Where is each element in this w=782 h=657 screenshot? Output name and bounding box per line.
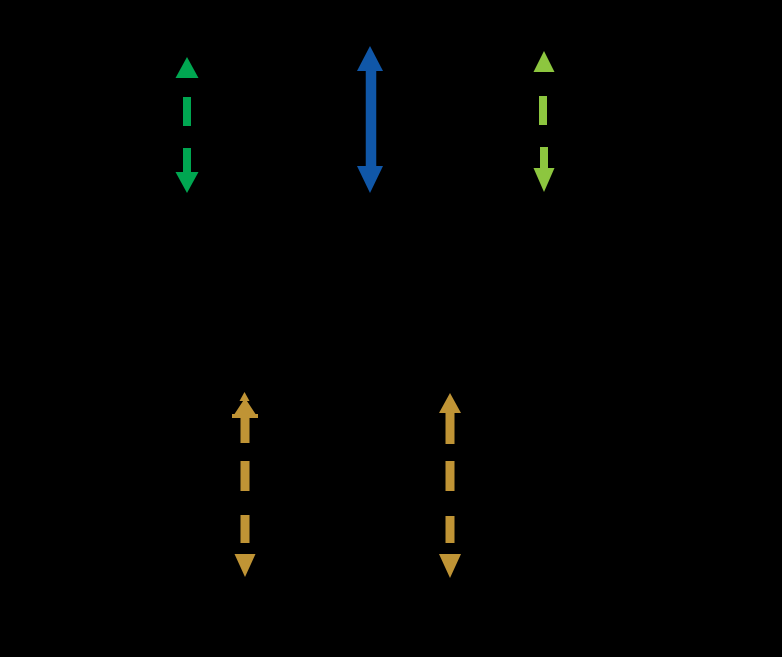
light-green-dashed-double-arrow-tri-up [533, 51, 555, 72]
gold-dashed-double-arrow-right-rect [445, 413, 455, 444]
light-green-dashed-double-arrow [533, 51, 555, 192]
light-green-dashed-double-arrow-rect [540, 147, 548, 169]
gold-dashed-double-arrow-right-rect [445, 516, 455, 543]
gold-dashed-double-arrow-right-tri-up [439, 393, 461, 413]
dark-green-dashed-double-arrow-rect [183, 148, 191, 173]
gold-dashed-double-arrow-left-with-double-head-rect [240, 515, 250, 543]
gold-dashed-double-arrow-right-tri-down [439, 554, 461, 578]
blue-solid-double-arrow-rect [365, 69, 377, 169]
dark-green-dashed-double-arrow-tri-down [175, 172, 199, 193]
blue-solid-double-arrow-tri-up [357, 46, 383, 71]
gold-dashed-double-arrow-left-with-double-head-tri-up [239, 392, 250, 401]
dark-green-dashed-double-arrow [175, 57, 199, 193]
light-green-dashed-double-arrow-tri-down [533, 168, 555, 192]
light-green-dashed-double-arrow-rect [539, 96, 547, 125]
gold-dashed-double-arrow-left-with-double-head-rect [240, 418, 250, 443]
gold-dashed-double-arrow-left-with-double-head-tri-up [234, 398, 256, 414]
dark-green-dashed-double-arrow-tri-up [175, 57, 199, 78]
blue-solid-double-arrow [357, 46, 383, 193]
blue-solid-double-arrow-tri-down [357, 166, 383, 193]
gold-dashed-double-arrow-right-rect [445, 461, 455, 491]
gold-dashed-double-arrow-left-with-double-head [232, 392, 258, 577]
gold-dashed-double-arrow-left-with-double-head-rect [240, 461, 250, 491]
gold-dashed-double-arrow-right [439, 393, 461, 578]
gold-dashed-double-arrow-left-with-double-head-rect [232, 414, 258, 418]
dark-green-dashed-double-arrow-rect [183, 97, 191, 126]
gold-dashed-double-arrow-left-with-double-head-tri-down [234, 554, 256, 577]
